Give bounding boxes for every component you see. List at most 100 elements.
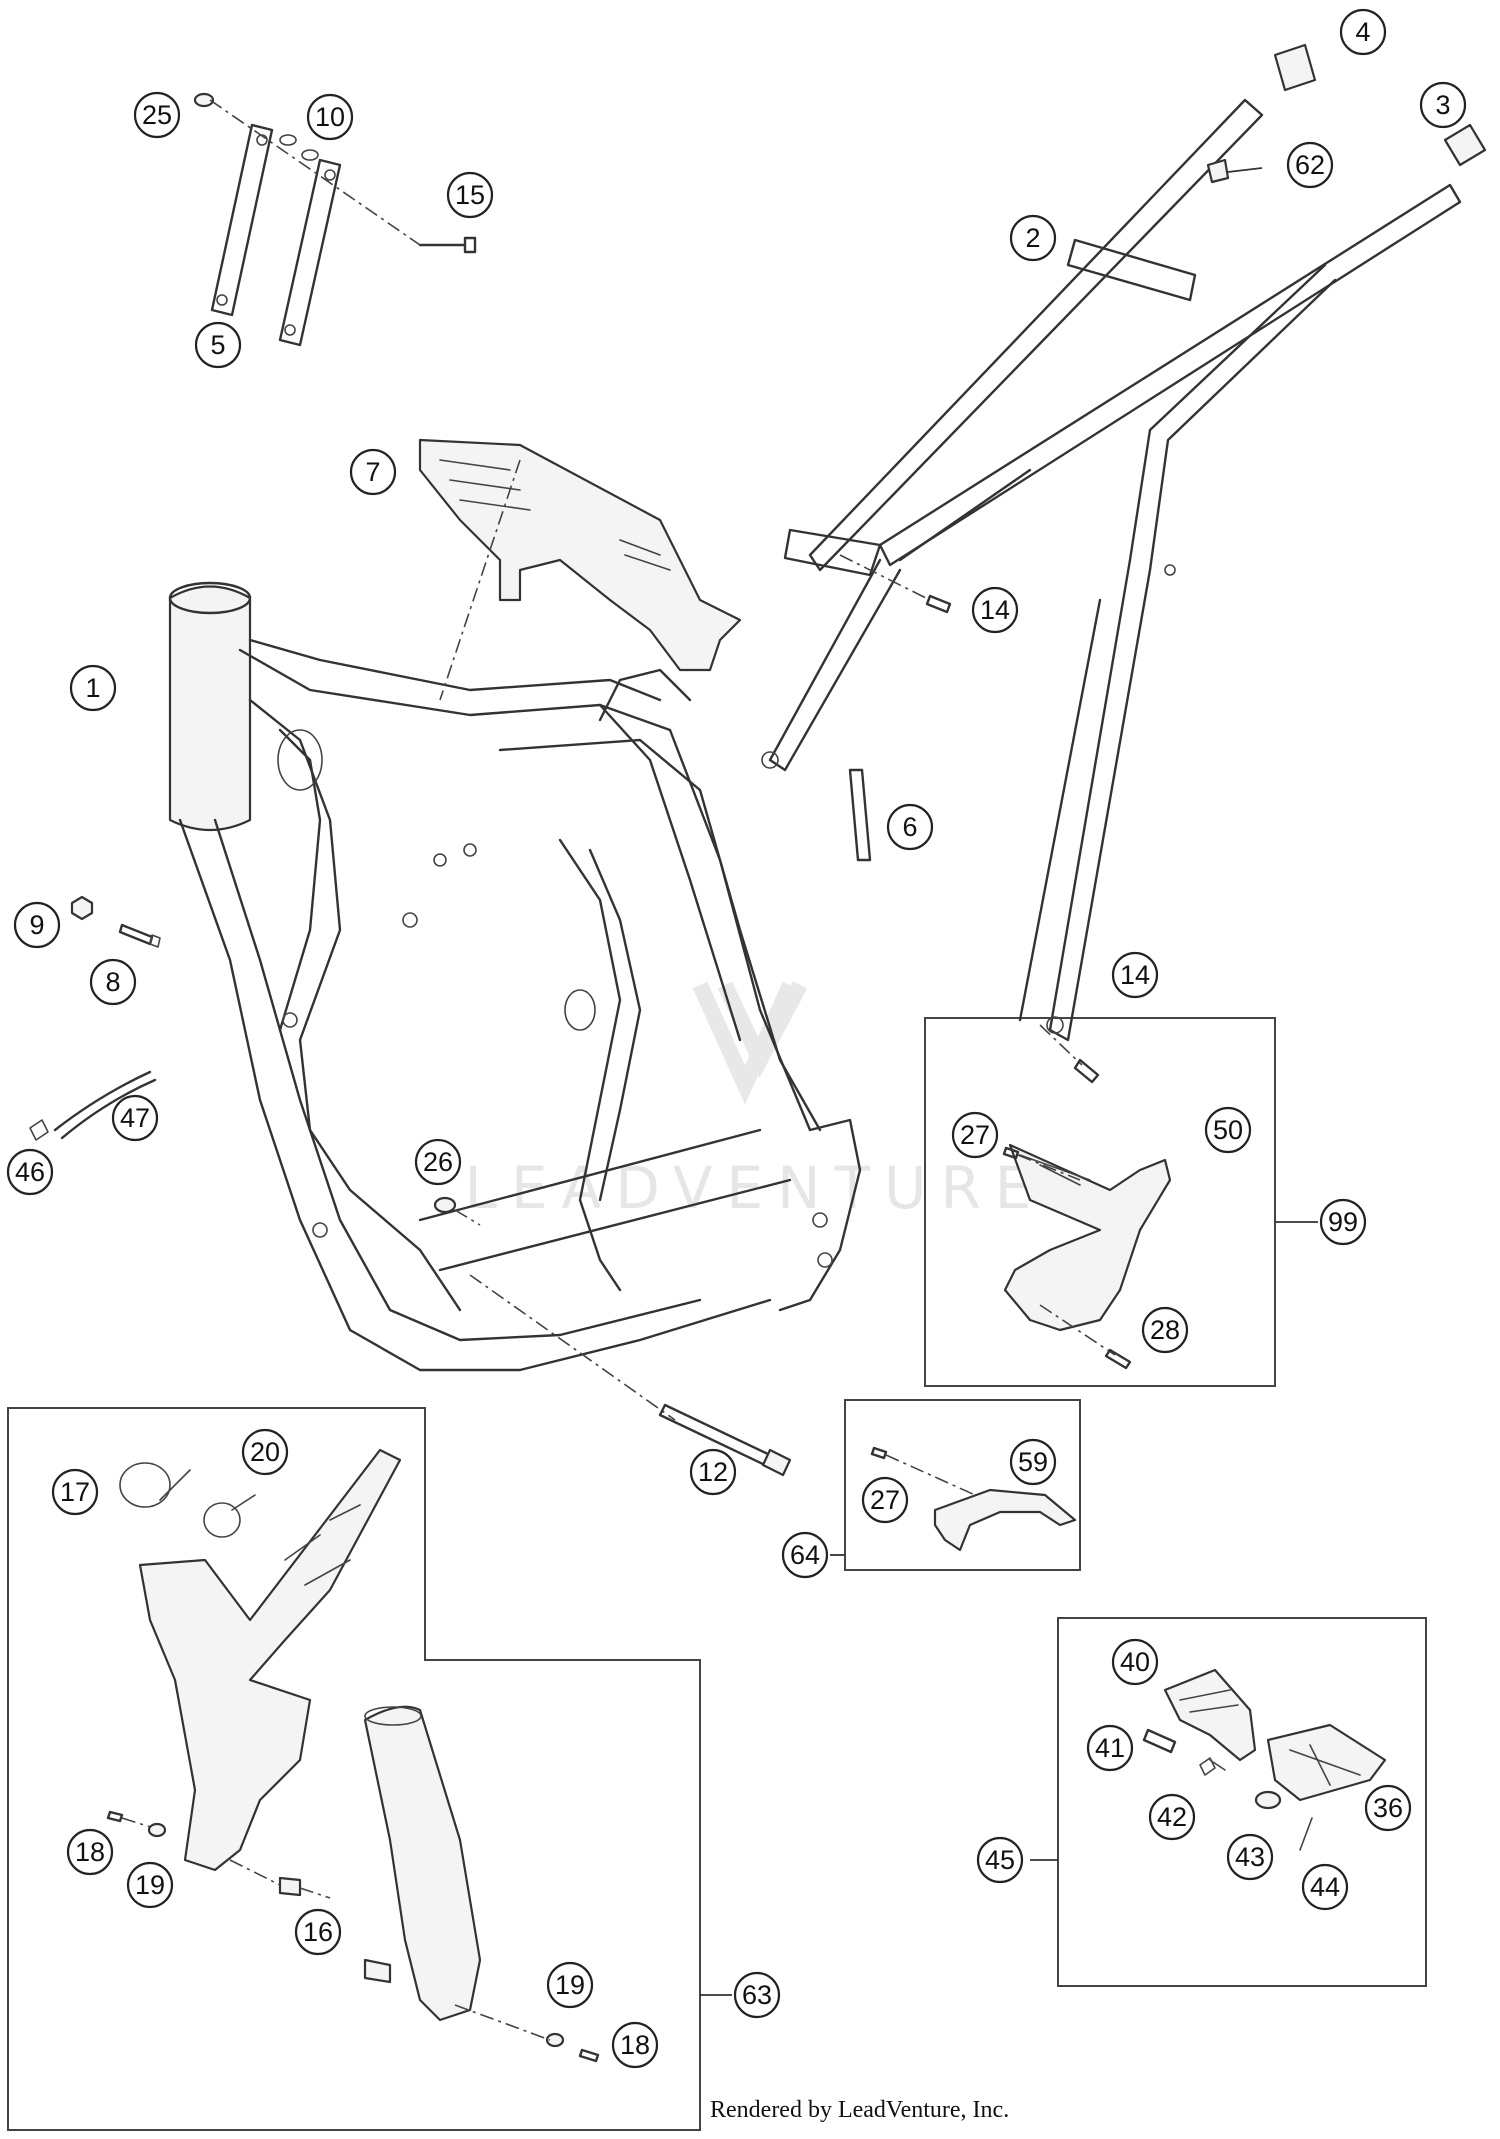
callout-62: 62 [1286,141,1334,189]
washer-part-25 [193,92,215,108]
callout-9: 9 [13,901,61,949]
frame-guard-right-part [363,1705,482,2022]
callout-19b: 19 [546,1961,594,2009]
callout-40: 40 [1111,1638,1159,1686]
bolt-part-27b [870,1446,976,1496]
footpeg-part-36 [1266,1723,1387,1802]
svg-text:42: 42 [1157,1802,1187,1832]
hose-part-47 [53,1070,157,1140]
callout-18b: 18 [611,2021,659,2069]
bolt-part-27a [1002,1146,1081,1181]
callout-59: 59 [1009,1438,1057,1486]
bolt-part-8 [118,923,161,948]
callout-4: 4 [1339,8,1387,56]
frame-guard-left-part [138,1448,402,1872]
svg-text:12: 12 [698,1457,728,1487]
callout-16: 16 [294,1908,342,1956]
cable-tie-part-20 [203,1494,256,1538]
svg-text:59: 59 [1018,1447,1048,1477]
group-box-63 [7,1407,701,2131]
cable-tie-part-17 [119,1462,191,1508]
subframe-cap-part-3 [1443,123,1487,167]
group-box-99 [924,1017,1276,1387]
svg-text:43: 43 [1235,1842,1265,1872]
upper-link-part-5 [210,123,342,347]
guard-part-59 [933,1488,1077,1552]
callout-47: 47 [111,1094,159,1142]
callout-64: 64 [781,1531,829,1579]
svg-text:10: 10 [315,102,345,132]
washer-part-19b [454,2004,565,2048]
svg-text:2: 2 [1025,223,1040,253]
guard-part-50 [1003,1143,1172,1332]
strap-part-6 [848,768,872,862]
svg-text:25: 25 [142,100,172,130]
svg-text:5: 5 [210,330,225,360]
subframe-cap-part-4 [1273,43,1317,92]
svg-text:19: 19 [135,1870,165,1900]
svg-text:7: 7 [365,457,380,487]
callout-27b: 27 [861,1476,909,1524]
callout-46: 46 [6,1148,54,1196]
main-frame-part [168,581,862,1372]
svg-text:26: 26 [423,1147,453,1177]
svg-text:47: 47 [120,1103,150,1133]
svg-text:4: 4 [1355,17,1370,47]
callout-44: 44 [1301,1863,1349,1911]
callout-99: 99 [1319,1198,1367,1246]
nut-part-9 [70,895,94,921]
footpeg-part-40 [1163,1668,1257,1762]
bolt-part-14a [839,554,952,614]
callout-17: 17 [51,1468,99,1516]
callout-42: 42 [1148,1793,1196,1841]
svg-text:36: 36 [1373,1793,1403,1823]
callout-45: 45 [976,1836,1024,1884]
callout-14a: 14 [971,586,1019,634]
svg-text:18: 18 [75,1837,105,1867]
spacer-part-10 [279,134,319,161]
callout-6: 6 [886,803,934,851]
callout-50: 50 [1204,1106,1252,1154]
stud-part-62 [1206,158,1263,184]
callout-43: 43 [1226,1833,1274,1881]
callout-7: 7 [349,448,397,496]
callout-10: 10 [306,93,354,141]
callout-5: 5 [194,321,242,369]
svg-text:18: 18 [620,2030,650,2060]
washer-part-19a [147,1822,167,1838]
callout-41: 41 [1086,1724,1134,1772]
svg-text:3: 3 [1435,90,1450,120]
svg-text:14: 14 [980,595,1010,625]
svg-text:19: 19 [555,1970,585,2000]
bolt-part-12 [469,1274,792,1477]
bolt-part-15 [209,99,477,254]
svg-text:14: 14 [1120,960,1150,990]
callout-20: 20 [241,1428,289,1476]
callout-26: 26 [414,1138,462,1186]
svg-text:45: 45 [985,1845,1015,1875]
svg-text:63: 63 [742,1980,772,2010]
callout-18a: 18 [66,1828,114,1876]
clip-part-46 [29,1119,49,1141]
screw-part-18b [578,2048,600,2063]
washer-part-43 [1254,1790,1282,1810]
svg-text:40: 40 [1120,1647,1150,1677]
callout-27a: 27 [951,1111,999,1159]
credit-text: Rendered by LeadVenture, Inc. [710,2097,1009,2123]
svg-text:27: 27 [870,1485,900,1515]
svg-text:16: 16 [303,1917,333,1947]
bolt-part-14b [1039,1024,1100,1084]
subframe-part [761,98,1462,1042]
callout-2: 2 [1009,214,1057,262]
watermark-text: LEADVENTURE [465,1154,1046,1222]
svg-text:20: 20 [250,1437,280,1467]
watermark: LEADVENTURE [465,981,1046,1222]
svg-text:1: 1 [85,673,100,703]
svg-text:15: 15 [455,180,485,210]
group-box-64 [844,1399,1081,1571]
callout-63: 63 [733,1971,781,2019]
callout-28: 28 [1141,1306,1189,1354]
spring-part-42 [1199,1757,1226,1776]
svg-text:99: 99 [1328,1207,1358,1237]
